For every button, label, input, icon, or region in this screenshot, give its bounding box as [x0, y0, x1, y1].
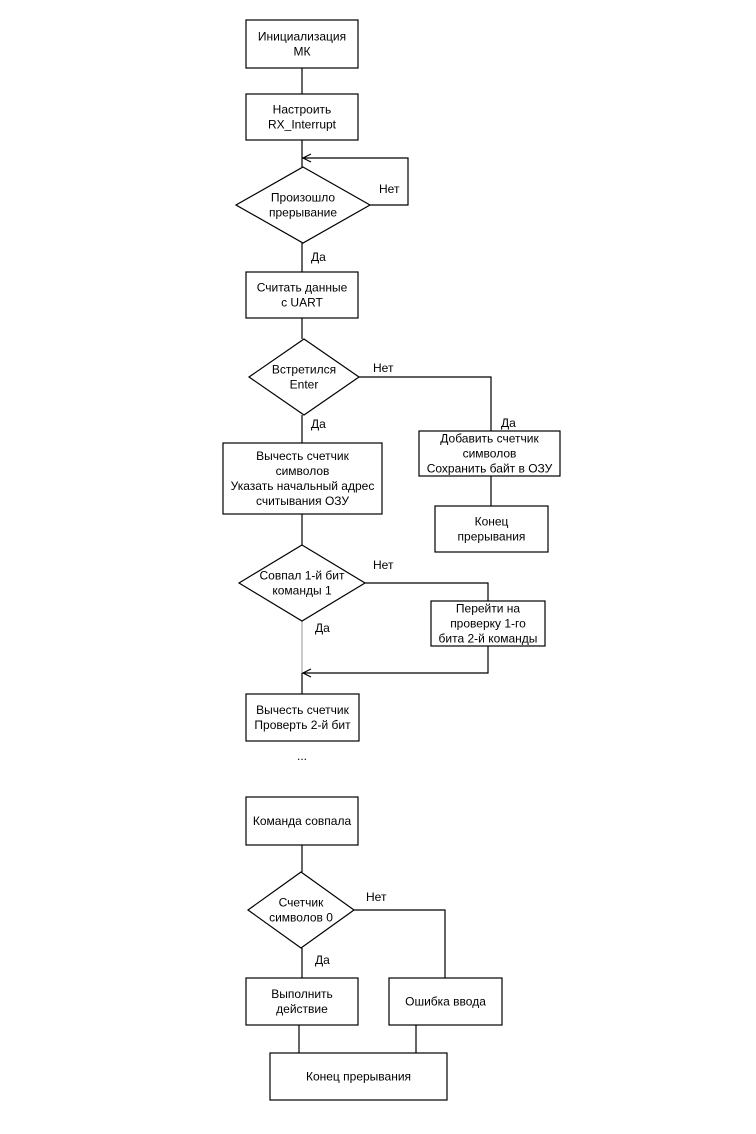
interrupt-occurred-text-line: Произошло [271, 191, 335, 205]
read-uart-text-line: Считать данные [257, 281, 348, 295]
edge-label-bit-yes: Да [315, 621, 330, 635]
do-action-box [245, 977, 359, 1026]
subtract-counter-text-line: Указать начальный адрес [231, 479, 375, 493]
goto-check-box [430, 600, 546, 647]
edge-label-yes-1: Да [311, 250, 326, 264]
goto-check-text-line: проверку 1-го [450, 617, 526, 631]
command-matched-text-line: Команда совпала [253, 814, 352, 828]
edge-label-zero-no: Нет [366, 890, 387, 904]
command-matched-box [245, 796, 359, 846]
enter-met-diamond [247, 338, 361, 416]
connector-line [359, 376, 492, 431]
end-interrupt-box [269, 1052, 448, 1101]
goto-check-text-line: Перейти на [456, 602, 521, 616]
subtract-counter-box [222, 442, 383, 515]
connector-line [354, 909, 446, 978]
input-error-box [388, 977, 503, 1026]
subtract-check2-text-line: Вычесть счетчик [256, 703, 349, 717]
input-error-text-line: Ошибка ввода [405, 995, 486, 1009]
counter-zero-diamond [246, 871, 356, 949]
edge-label-zero-yes: Да [315, 953, 330, 967]
command-matched-node: Команда совпала [245, 796, 359, 846]
enter-met-text-line: Встретился [272, 363, 336, 377]
subtract-check2-box [245, 693, 360, 742]
connector-line [365, 582, 489, 601]
end-interrupt-node: Конец прерывания [269, 1052, 448, 1101]
init-mk-box [245, 19, 359, 69]
enter-met-text-line: Enter [290, 378, 319, 392]
init-mk-text-line: МК [294, 45, 311, 59]
interrupt-occurred-text-line: прерывание [269, 206, 337, 220]
connector-line [302, 646, 489, 674]
add-counter-text-line: Добавить счетчик [440, 432, 539, 446]
do-action-text-line: действие [276, 1002, 328, 1016]
arrowhead [301, 668, 312, 678]
subtract-counter-text-line: символов [276, 464, 330, 478]
end-interrupt-small-text-line: Конец [475, 515, 509, 529]
end-interrupt-text-line: Конец прерывания [306, 1070, 411, 1084]
read-uart-box [245, 271, 359, 319]
counter-zero-text-line: символов 0 [269, 911, 333, 925]
read-uart-text-line: с UART [281, 296, 323, 310]
input-error-node: Ошибка ввода [388, 977, 503, 1026]
ellipsis-node: ... [297, 749, 307, 763]
subtract-counter-text-line: Вычесть счетчик [256, 449, 349, 463]
subtract-check2-text-line: Проверть 2-й бит [254, 718, 351, 732]
subtract-counter-text-line: считывания ОЗУ [256, 494, 349, 508]
interrupt-occurred-diamond [234, 166, 372, 244]
counter-zero-text-line: Счетчик [279, 896, 325, 910]
arrowhead [301, 153, 312, 163]
edge-label-bit-no: Нет [373, 558, 394, 572]
edge-label-enter-no: Нет [373, 361, 394, 375]
bit1-matched-diamond [237, 544, 367, 622]
end-interrupt-small-box [434, 505, 549, 553]
bit1-matched-text-line: команды 1 [272, 584, 332, 598]
ellipsis-text-line: ... [297, 749, 307, 763]
setup-rx-text-line: RX_Interrupt [268, 118, 337, 132]
add-counter-box [418, 430, 561, 477]
add-counter-text-line: Сохранить байт в ОЗУ [427, 462, 553, 476]
setup-rx-box [245, 93, 359, 141]
edge-label-enter-yes: Да [311, 417, 326, 431]
goto-check-text-line: бита 2-й команды [439, 632, 538, 646]
bit1-matched-text-line: Совпал 1-й бит [259, 569, 345, 583]
connector-line [302, 157, 409, 206]
setup-rx-text-line: Настроить [273, 103, 332, 117]
end-interrupt-small-text-line: прерывания [458, 530, 526, 544]
init-mk-text-line: Инициализация [258, 30, 346, 44]
do-action-text-line: Выполнить [271, 987, 333, 1001]
flowchart-edges [298, 68, 492, 1053]
add-counter-text-line: символов [463, 447, 517, 461]
edge-label-add-yes: Да [501, 416, 516, 430]
edge-label-loop-no: Нет [379, 182, 400, 196]
